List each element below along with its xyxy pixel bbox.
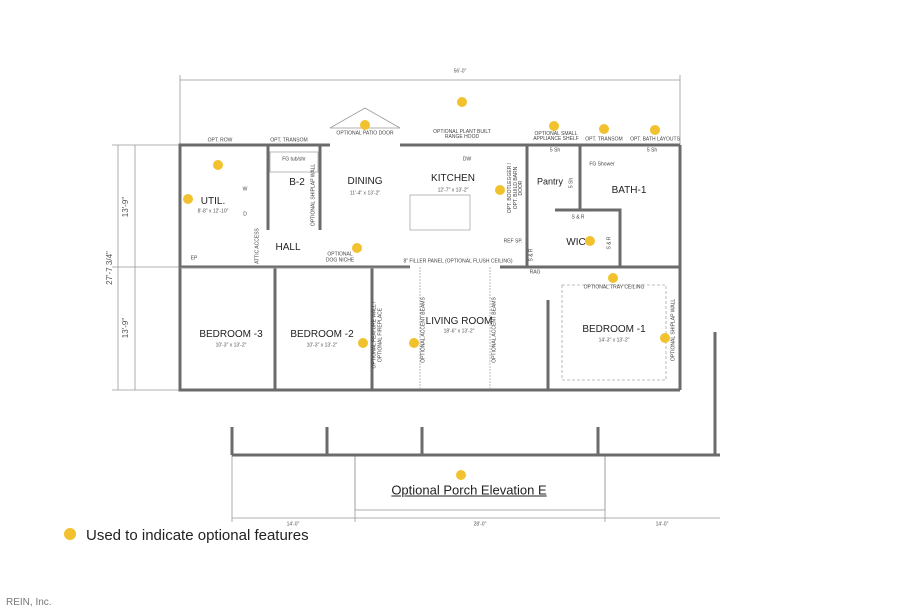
- note-5sh-2: 5 Sh: [568, 177, 575, 189]
- optional-feature-marker-icon: [660, 333, 670, 343]
- note-attic-access: ATTIC ACCESS: [254, 228, 261, 264]
- note-s-r-3: S & R: [528, 248, 535, 262]
- room-kitchen: KITCHEN: [431, 173, 475, 184]
- note-shiplap-b2: OPTIONAL SHIPLAP WALL: [310, 163, 317, 227]
- optional-feature-marker-icon: [183, 194, 193, 204]
- note-opt-row: OPT. ROW: [207, 137, 233, 144]
- note-fg-shower: FG Shower: [589, 161, 615, 168]
- fixtures: [180, 151, 667, 390]
- bedroom2-size: 10'-3" x 13'-2": [306, 342, 338, 349]
- dining-size: 11'-4" x 13'-2": [349, 190, 381, 197]
- overall-width: 56'-0": [453, 68, 467, 75]
- optional-feature-marker-icon: [585, 236, 595, 246]
- note-accent-beams-1: OPTIONAL ACCENT BEAMS: [420, 297, 427, 363]
- kitchen-size: 12'-7" x 13'-2": [437, 187, 469, 194]
- porch-left-dim: 14'-0": [286, 521, 300, 528]
- note-s-r-1: S & R: [571, 214, 585, 221]
- room-wic: WIC: [566, 237, 586, 248]
- optional-feature-marker-icon: [608, 273, 618, 283]
- optional-feature-marker-icon: [409, 338, 419, 348]
- note-dog-niche: OPTIONAL DOG NICHE: [325, 251, 355, 263]
- room-bath1: BATH-1: [611, 185, 647, 196]
- optional-feature-marker-icon: [495, 185, 505, 195]
- porch-center-dim: 28'-0": [473, 521, 487, 528]
- note-fg-tub: FG tub/shr: [282, 156, 306, 163]
- optional-feature-marker-icon: [456, 470, 466, 480]
- note-appliance-shelf: OPTIONAL SMALL APPLIANCE SHELF: [533, 131, 579, 142]
- optional-feature-marker-icon: [360, 120, 370, 130]
- room-bedroom3: BEDROOM -3: [199, 329, 263, 340]
- room-living: LIVING ROOM: [425, 316, 493, 327]
- legend-text: Used to indicate optional features: [86, 527, 309, 544]
- optional-feature-marker-icon: [599, 124, 609, 134]
- room-b2: B-2: [289, 177, 305, 188]
- note-range-hood: OPTIONAL PLANT BUILT RANGE HOOD: [433, 129, 491, 140]
- room-bedroom2: BEDROOM -2: [290, 329, 354, 340]
- upper-depth: 13'-9": [121, 196, 130, 218]
- optional-feature-marker-icon: [358, 338, 368, 348]
- note-filler-panel: 8" FILLER PANEL (OPTIONAL FLUSH CEILING): [403, 258, 513, 265]
- note-accent-beams-2: OPTIONAL ACCENT BEAMS: [491, 297, 498, 363]
- room-pantry: Pantry: [536, 176, 564, 187]
- lower-depth: 13'-9": [121, 317, 130, 339]
- legend-marker-icon: [64, 528, 76, 540]
- watermark: REIN, Inc.: [6, 597, 52, 608]
- note-ref: REF SP.: [503, 238, 523, 245]
- optional-feature-marker-icon: [213, 160, 223, 170]
- note-s-r-2: S & R: [606, 236, 613, 250]
- room-util: UTIL.: [200, 196, 226, 207]
- optional-feature-marker-icon: [549, 121, 559, 131]
- note-feature-wall: OPTIONAL FEATURE WALL / OPTIONAL FIREPLA…: [371, 301, 384, 369]
- note-5sh-3: 5 Sh: [646, 147, 658, 154]
- room-dining: DINING: [347, 176, 383, 187]
- note-dw: DW: [462, 156, 472, 163]
- room-hall: HALL: [275, 242, 301, 253]
- optional-feature-marker-icon: [457, 97, 467, 107]
- note-rag: RAG: [529, 269, 541, 276]
- porch-right-dim: 14'-0": [655, 521, 669, 528]
- note-opt-transom: OPT. TRANSOM: [270, 137, 308, 144]
- bedroom3-size: 10'-3" x 13'-2": [215, 342, 247, 349]
- note-shiplap-b1: OPTIONAL SHIPLAP WALL: [670, 298, 677, 362]
- note-ep: EP: [190, 255, 198, 262]
- walls: [178, 143, 720, 457]
- note-washer: W: [242, 186, 248, 193]
- porch-label: Optional Porch Elevation E: [391, 482, 547, 498]
- note-tray-ceiling: OPTIONAL TRAY CEILING: [583, 284, 645, 291]
- note-bootlegger: OPT. BOOTLEGGER / OPT. BUILD BARN DOOR: [506, 162, 524, 214]
- note-patio-door: OPTIONAL PATIO DOOR: [336, 130, 394, 137]
- optional-feature-marker-icon: [352, 243, 362, 253]
- optional-feature-marker-icon: [650, 125, 660, 135]
- note-opt-transom-2: OPT. TRANSOM: [585, 136, 623, 143]
- note-5sh-1: 5 Sh: [549, 147, 561, 154]
- bedroom1-size: 14'-3" x 13'-2": [598, 337, 630, 344]
- note-bath-layouts: OPT. BATH LAYOUTS: [630, 136, 680, 143]
- util-size: 8'-8" x 12'-10": [197, 208, 229, 215]
- note-dryer: D: [243, 211, 247, 218]
- room-bedroom1: BEDROOM -1: [582, 324, 646, 335]
- living-size: 18'-6" x 13'-2": [443, 328, 475, 335]
- overall-depth: 27'-7 3/4": [105, 251, 114, 285]
